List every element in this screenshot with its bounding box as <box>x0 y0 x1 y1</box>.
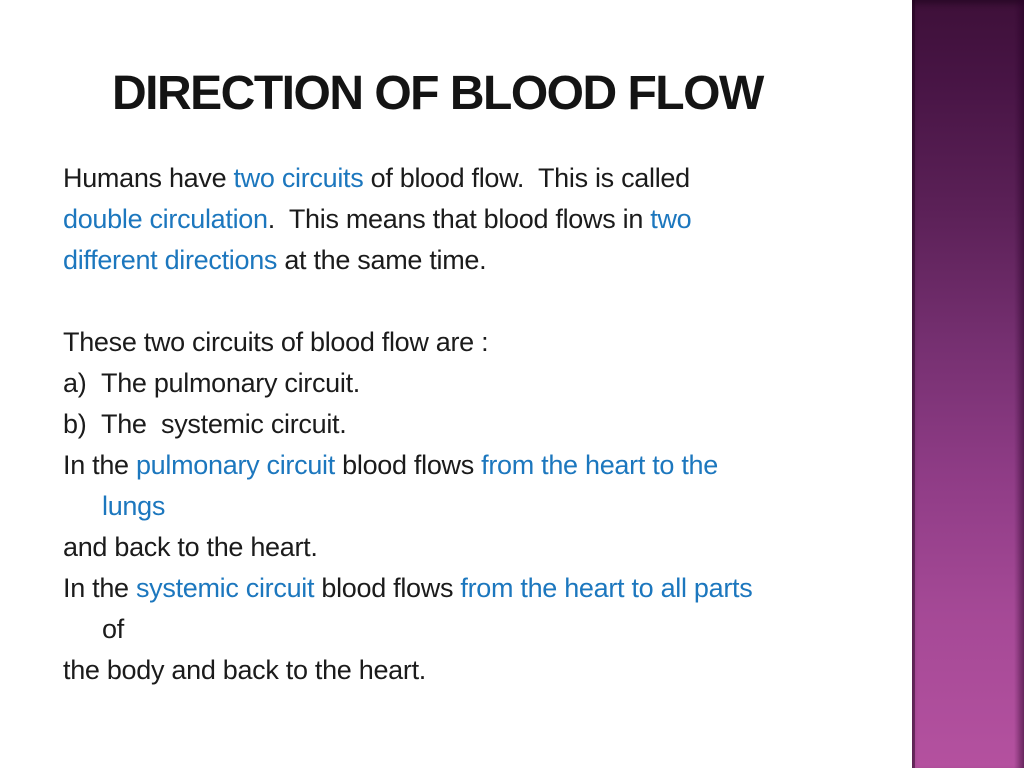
text-line: Humans have two circuits of blood flow. … <box>63 158 908 199</box>
stripe-right-shade <box>1014 0 1024 768</box>
text-line: the body and back to the heart. <box>63 650 908 691</box>
text-segment: These two circuits of blood flow are : <box>63 327 489 357</box>
text-segment: The pulmonary circuit. <box>101 368 360 398</box>
text-line: In the pulmonary circuit blood flows fro… <box>63 445 908 486</box>
text-segment: . This means that blood flows in <box>267 204 651 234</box>
text-segment: different directions <box>63 245 278 275</box>
slide-body: Humans have two circuits of blood flow. … <box>63 158 908 691</box>
text-line: These two circuits of blood flow are : <box>63 322 908 363</box>
text-segment: double circulation <box>63 204 268 234</box>
stripe-left-edge <box>912 0 915 768</box>
text-segment: of blood flow. This is called <box>363 163 691 193</box>
list-marker: a) <box>63 368 87 398</box>
text-line: double circulation. This means that bloo… <box>63 199 908 240</box>
decorative-gradient-stripe <box>912 0 1024 768</box>
text-line: a) The pulmonary circuit. <box>63 363 908 404</box>
text-line <box>63 281 908 322</box>
text-segment: two <box>650 204 692 234</box>
text-segment: two circuits <box>233 163 364 193</box>
list-marker: b) <box>63 409 87 439</box>
text-segment: and back to the heart. <box>63 532 318 562</box>
text-segment: from the heart to all parts <box>460 573 753 603</box>
text-segment: blood flows <box>334 450 482 480</box>
text-segment: systemic circuit <box>135 573 315 603</box>
text-segment: Humans have <box>63 163 234 193</box>
text-segment: In the <box>63 450 136 480</box>
text-segment: of <box>102 614 124 644</box>
text-line: and back to the heart. <box>63 527 908 568</box>
text-segment: blood flows <box>314 573 461 603</box>
text-segment: In the <box>63 573 136 603</box>
text-line: b) The systemic circuit. <box>63 404 908 445</box>
text-segment: The systemic circuit. <box>101 409 347 439</box>
text-segment: from the heart to the <box>481 450 718 480</box>
text-segment: lungs <box>102 491 166 521</box>
text-segment: pulmonary circuit <box>135 450 335 480</box>
text-line: of <box>63 609 908 650</box>
text-segment: at the same time. <box>277 245 487 275</box>
text-line: In the systemic circuit blood flows from… <box>63 568 908 609</box>
text-line: lungs <box>63 486 908 527</box>
text-segment: the body and back to the heart. <box>63 655 426 685</box>
slide-title: DIRECTION OF BLOOD FLOW <box>112 67 764 120</box>
text-line: different directions at the same time. <box>63 240 908 281</box>
